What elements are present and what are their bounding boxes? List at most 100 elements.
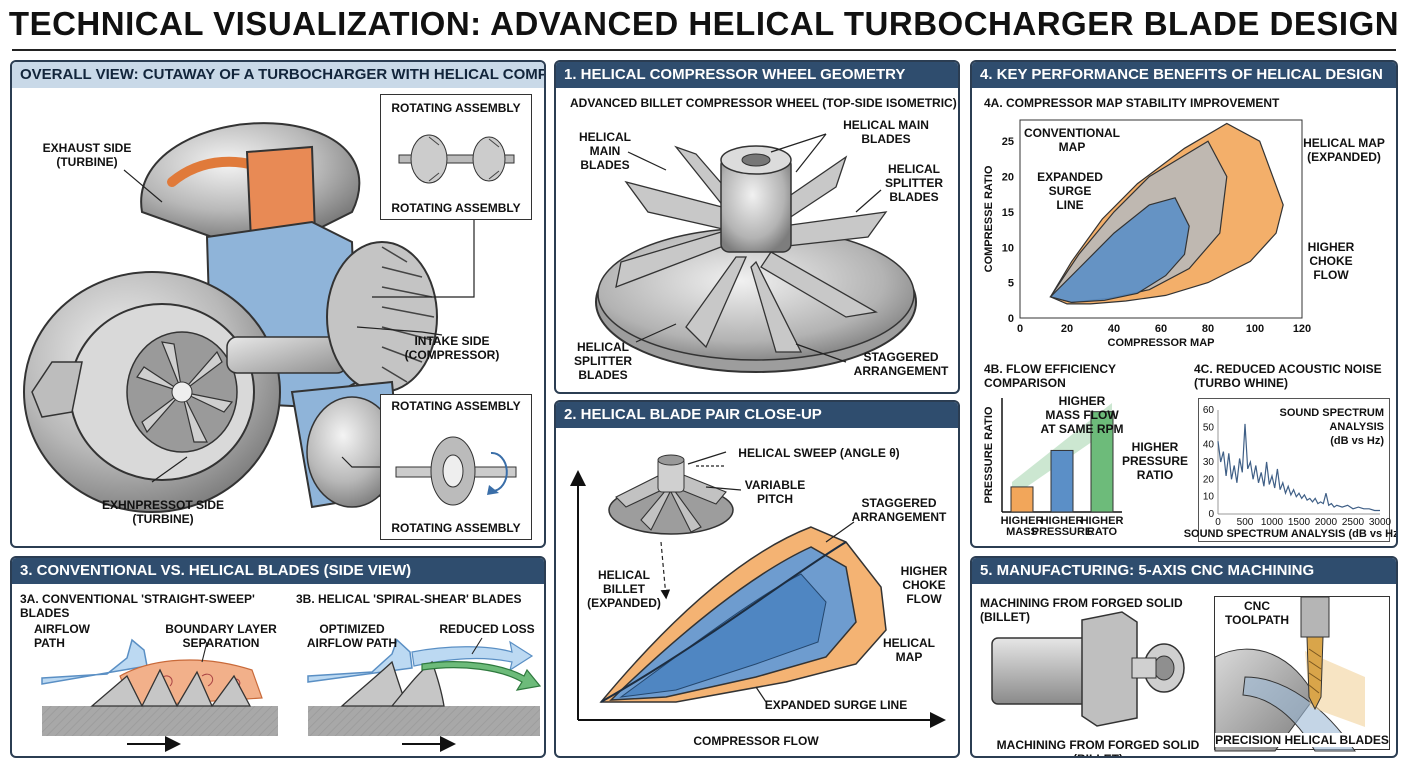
spectrum-x-tick-5: 2500 [1342, 517, 1365, 528]
compressor-map-title: 4A. COMPRESSOR MAP STABILITY IMPROVEMENT [984, 96, 1280, 110]
turbocharger-cutaway-illustration [23, 122, 475, 513]
spectrum-y-tick-1: 10 [1203, 492, 1215, 503]
main-blades-left-label: HELICAL MAIN BLADES [579, 130, 631, 172]
overall-view-header: OVERALL VIEW: CUTAWAY OF A TURBOCHARGER … [12, 62, 544, 88]
spectrum-y-tick-3: 30 [1203, 457, 1215, 468]
helical-b-title: 3B. HELICAL 'SPIRAL-SHEAR' BLADES [296, 592, 522, 606]
expanded-surge-line-label: EXPANDED SURGE LINE [764, 698, 908, 712]
optimized-airflow-label: OPTIMIZED AIRFLOW PATH [306, 622, 398, 650]
splitter-blades-left-label: HELICAL SPLITTER BLADES [573, 340, 632, 382]
acoustic-noise-title: 4C. REDUCED ACOUSTIC NOISE (TURBO WHINE) [1194, 362, 1382, 390]
cnc-toolpath-label: CNC TOOLPATH [1217, 599, 1297, 627]
higher-pressure-ratio-label: HIGHER PRESSURE RATIO [1121, 440, 1189, 482]
spectrum-x-tick-2: 1000 [1261, 517, 1284, 528]
spectrum-y-tick-6: 60 [1203, 405, 1215, 416]
map-series-area-2 [1049, 197, 1190, 304]
map-y-tick-0: 0 [1008, 313, 1014, 325]
page-title: TECHNICAL VISUALIZATION: ADVANCED HELICA… [8, 5, 1400, 42]
geometry-header: 1. HELICAL COMPRESSOR WHEEL GEOMETRY [556, 62, 958, 88]
benefits-header: 4. KEY PERFORMANCE BENEFITS OF HELICAL D… [972, 62, 1396, 88]
spectrum-x-axis-label: SOUND SPECTRUM ANALYSIS (dB vs Hz) [1184, 528, 1398, 540]
overall-view-panel: OVERALL VIEW: CUTAWAY OF A TURBOCHARGER … [10, 60, 546, 548]
bar-1 [1050, 449, 1074, 513]
conventional-vs-helical-panel: 3. CONVENTIONAL VS. HELICAL BLADES (SIDE… [10, 556, 546, 758]
inset-top-title: ROTATING ASSEMBLY [391, 101, 521, 115]
conventional-header: 3. CONVENTIONAL VS. HELICAL BLADES (SIDE… [12, 558, 544, 584]
map-y-tick-2: 10 [1002, 242, 1014, 254]
benefits-panel: 4. KEY PERFORMANCE BENEFITS OF HELICAL D… [970, 60, 1398, 548]
staggered-arrangement-label: STAGGERED ARRANGEMENT [853, 350, 949, 378]
blade-closeup-illustration [570, 451, 946, 728]
map-x-tick-5: 100 [1246, 323, 1264, 335]
map-x-tick-2: 40 [1108, 323, 1120, 335]
map-x-tick-3: 60 [1155, 323, 1167, 335]
rotating-assembly-inset-bottom: ROTATING ASSEMBLY ROTATING ASSEMBLY [380, 394, 532, 540]
title-divider [12, 49, 1396, 51]
map-x-axis-label: COMPRESSOR MAP [1108, 337, 1215, 349]
rotating-assembly-detail-icon [395, 436, 517, 506]
machining-caption: MACHINING FROM FORGED SOLID (BILLET) [996, 738, 1200, 756]
billet-illustration [991, 611, 1185, 727]
map-x-tick-0: 0 [1017, 323, 1023, 335]
manufacturing-header: 5. MANUFACTURING: 5-AXIS CNC MACHINING [972, 558, 1396, 584]
cnc-tool-illustration [1214, 596, 1365, 752]
geometry-subtitle: ADVANCED BILLET COMPRESSOR WHEEL (TOP-SI… [570, 96, 957, 110]
rotating-assembly-inset-top: ROTATING ASSEMBLY ROTATING ASSEMBLY [380, 94, 532, 220]
staggered-arrangement-closeup-label: STAGGERED ARRANGEMENT [851, 496, 947, 524]
geometry-panel: 1. HELICAL COMPRESSOR WHEEL GEOMETRY ADV… [554, 60, 960, 394]
conventional-map-label: CONVENTIONAL MAP [1024, 126, 1120, 154]
helical-billet-label: HELICAL BILLET (EXPANDED) [587, 568, 661, 610]
bar-2 [1090, 411, 1114, 513]
spectrum-x-tick-3: 1500 [1288, 517, 1311, 528]
variable-pitch-label: VARIABLE PITCH [744, 478, 806, 506]
map-x-tick-6: 120 [1293, 323, 1311, 335]
map-y-tick-3: 15 [1002, 207, 1014, 219]
spectrum-y-tick-0: 0 [1208, 509, 1214, 520]
closeup-header: 2. HELICAL BLADE PAIR CLOSE-UP [556, 402, 958, 428]
compressor-flow-axis-label: COMPRESSOR FLOW [693, 734, 819, 748]
spectrum-y-tick-2: 20 [1203, 474, 1215, 485]
inset-top-caption: ROTATING ASSEMBLY [391, 201, 521, 215]
bar-category-label-0-1: MASS [1006, 526, 1038, 538]
rotating-assembly-icon [398, 134, 515, 184]
precision-blades-label: PRECISION HELICAL BLADES [1215, 733, 1389, 747]
spectrum-x-tick-1: 500 [1237, 517, 1254, 528]
spectrum-y-tick-4: 40 [1203, 440, 1215, 451]
bar-0 [1010, 486, 1034, 513]
map-y-tick-4: 20 [1002, 172, 1014, 184]
sound-spectrum-legend: SOUND SPECTRUM ANALYSIS (dB vs Hz) [1279, 407, 1384, 447]
compressor-wheel-illustration [595, 133, 917, 373]
map-x-tick-4: 80 [1202, 323, 1214, 335]
higher-choke-flow-label: HIGHER CHOKE FLOW [900, 564, 948, 606]
airflow-path-label: AIRFLOW PATH [34, 622, 90, 650]
map-y-tick-5: 25 [1002, 136, 1014, 148]
reduced-loss-label: REDUCED LOSS [439, 622, 535, 636]
main-blades-right-label: HELICAL MAIN BLADES [843, 118, 929, 146]
spectrum-y-tick-5: 50 [1203, 422, 1215, 433]
spectrum-x-tick-6: 3000 [1369, 517, 1392, 528]
bottom-side-label: EXHNPRESSOT SIDE (TURBINE) [101, 498, 225, 526]
expanded-surge-line-map-label: EXPANDED SURGE LINE [1037, 170, 1103, 212]
higher-mass-flow-label: HIGHER MASS FLOW AT SAME RPM [1040, 394, 1124, 436]
intake-side-label: INTAKE SIDE (COMPRESSOR) [404, 334, 500, 362]
side-view-blades-illustration [41, 637, 542, 752]
spectrum-x-tick-0: 0 [1215, 517, 1221, 528]
helical-map-expanded-label: HELICAL MAP (EXPANDED) [1303, 136, 1385, 164]
bar-category-label-1-1: PRESSURE [1032, 526, 1093, 538]
closeup-panel: 2. HELICAL BLADE PAIR CLOSE-UP H [554, 400, 960, 758]
spectrum-line [1217, 423, 1380, 512]
conventional-a-title: 3A. CONVENTIONAL 'STRAIGHT-SWEEP' BLADES [20, 592, 255, 620]
boundary-layer-label: BOUNDARY LAYER SEPARATION [165, 622, 277, 650]
exhaust-side-label: EXHAUST SIDE (TURBINE) [42, 141, 132, 169]
helical-map-label: HELICAL MAP [883, 636, 935, 664]
bar-category-label-2-0: HIGHER [1081, 515, 1124, 527]
splitter-blades-right-label: HELICAL SPLITTER BLADES [884, 162, 943, 204]
bar-y-axis-label: PRESSURE RATIO [983, 406, 995, 503]
manufacturing-panel: 5. MANUFACTURING: 5-AXIS CNC MACHINING M… [970, 556, 1398, 758]
helical-sweep-label: HELICAL SWEEP (ANGLE θ) [738, 446, 900, 460]
map-y-axis-label: COMPRESSE RATIO [983, 165, 995, 272]
higher-choke-flow-map-label: HIGHER CHOKE FLOW [1307, 240, 1355, 282]
bar-category-label-2-1: RATO [1087, 526, 1118, 538]
